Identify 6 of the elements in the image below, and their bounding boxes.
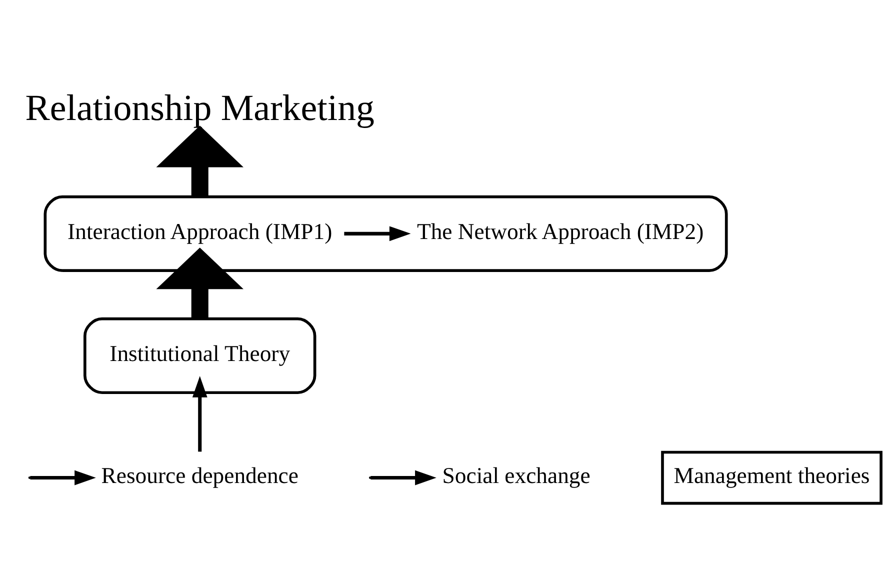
node-text: Interaction Approach (IMP1) bbox=[68, 218, 332, 244]
node-text: Resource dependence bbox=[101, 462, 298, 488]
node-text: Relationship Marketing bbox=[25, 86, 374, 128]
node-text: The Network Approach (IMP2) bbox=[416, 218, 704, 244]
node-text: Social exchange bbox=[442, 462, 590, 488]
node-text: Institutional Theory bbox=[110, 340, 290, 366]
